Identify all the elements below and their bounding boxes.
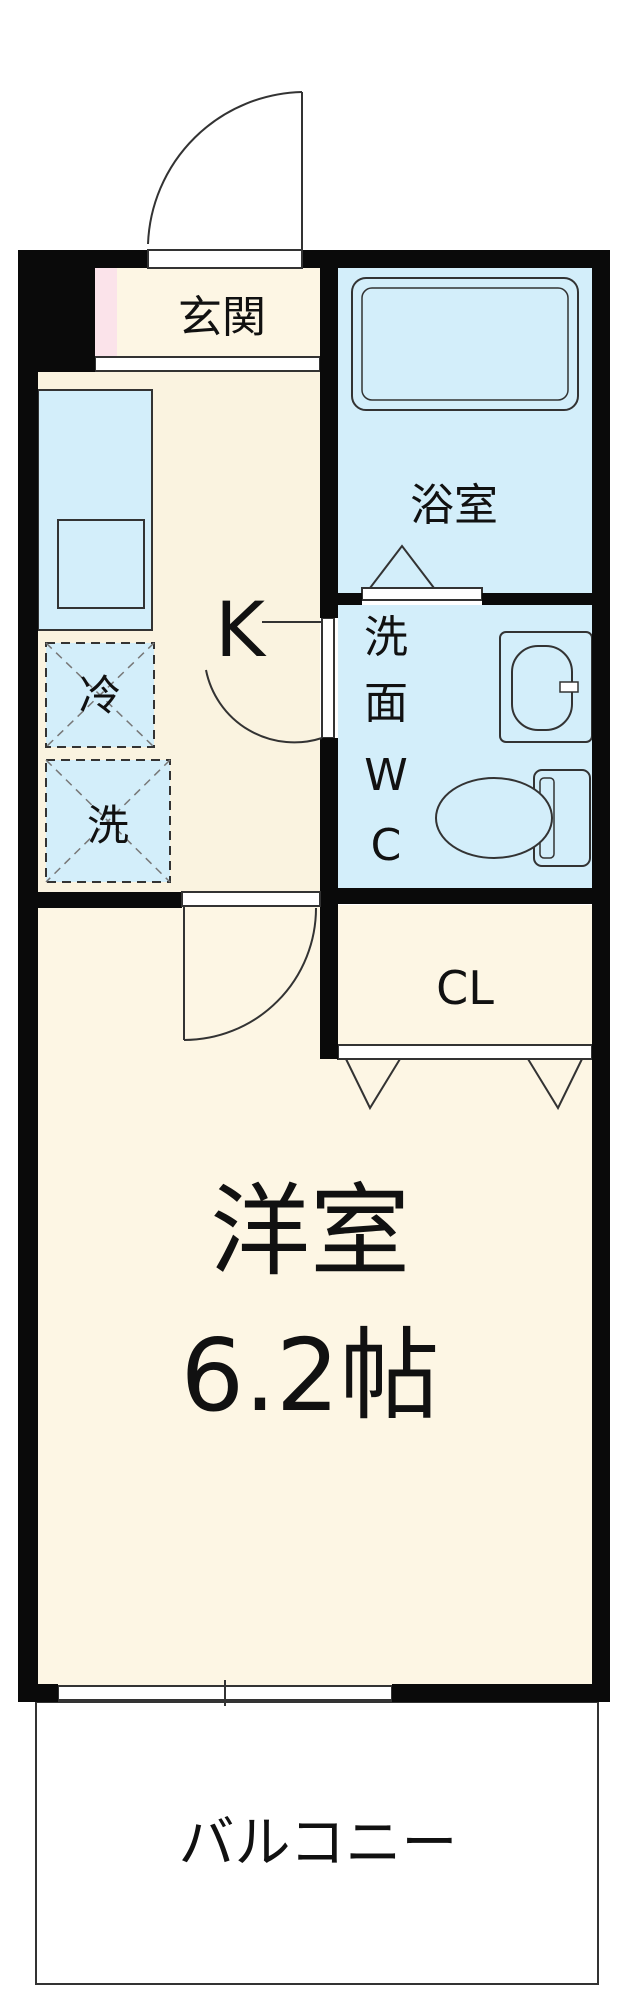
fridge-label: 冷	[79, 671, 121, 720]
front-door-gap	[147, 249, 303, 269]
washer-cross-b	[45, 759, 171, 883]
entrance-label: 玄関	[178, 292, 266, 343]
washer-label: 洗	[87, 801, 129, 850]
bathtub-inner	[361, 287, 569, 401]
kitchen-sink	[57, 519, 145, 609]
bath-label: 浴室	[410, 480, 498, 531]
western-room-label: 洋室	[210, 1173, 410, 1290]
room-door-swing	[183, 907, 317, 1041]
entrance-floor	[95, 268, 320, 372]
balcony-floor	[35, 1701, 599, 1985]
washroom-label-3: W	[364, 750, 408, 801]
western-room-size-label: 6.2帖	[180, 1317, 439, 1434]
front-door-swing	[147, 91, 303, 245]
balcony-label: バルコニー	[179, 1811, 458, 1876]
bathtub	[351, 277, 579, 411]
fridge-cross-b	[45, 642, 155, 748]
kitchen-label: K	[215, 585, 267, 674]
washroom-door	[321, 617, 335, 739]
bath-door-swing	[369, 544, 435, 589]
closet-door-left	[345, 1058, 401, 1111]
washroom-label-4: C	[371, 820, 402, 871]
wash-door-swing	[205, 669, 323, 744]
kitchen-counter	[37, 389, 153, 631]
washroom-label-2: 面	[364, 678, 408, 729]
toilet-bowl	[435, 777, 553, 859]
closet-door-frame	[337, 1044, 593, 1060]
closet-label: CL	[436, 961, 494, 1015]
entrance-tile-strip	[95, 268, 117, 372]
wash-basin-faucet	[559, 681, 579, 693]
entrance-step	[94, 356, 321, 372]
room-door-frame	[181, 891, 321, 907]
western-room-floor-upper	[38, 905, 320, 1045]
closet-door-right	[527, 1058, 583, 1111]
washroom-label-1: 洗	[364, 612, 408, 663]
bath-door-frame	[361, 587, 483, 601]
walls	[18, 250, 610, 1702]
